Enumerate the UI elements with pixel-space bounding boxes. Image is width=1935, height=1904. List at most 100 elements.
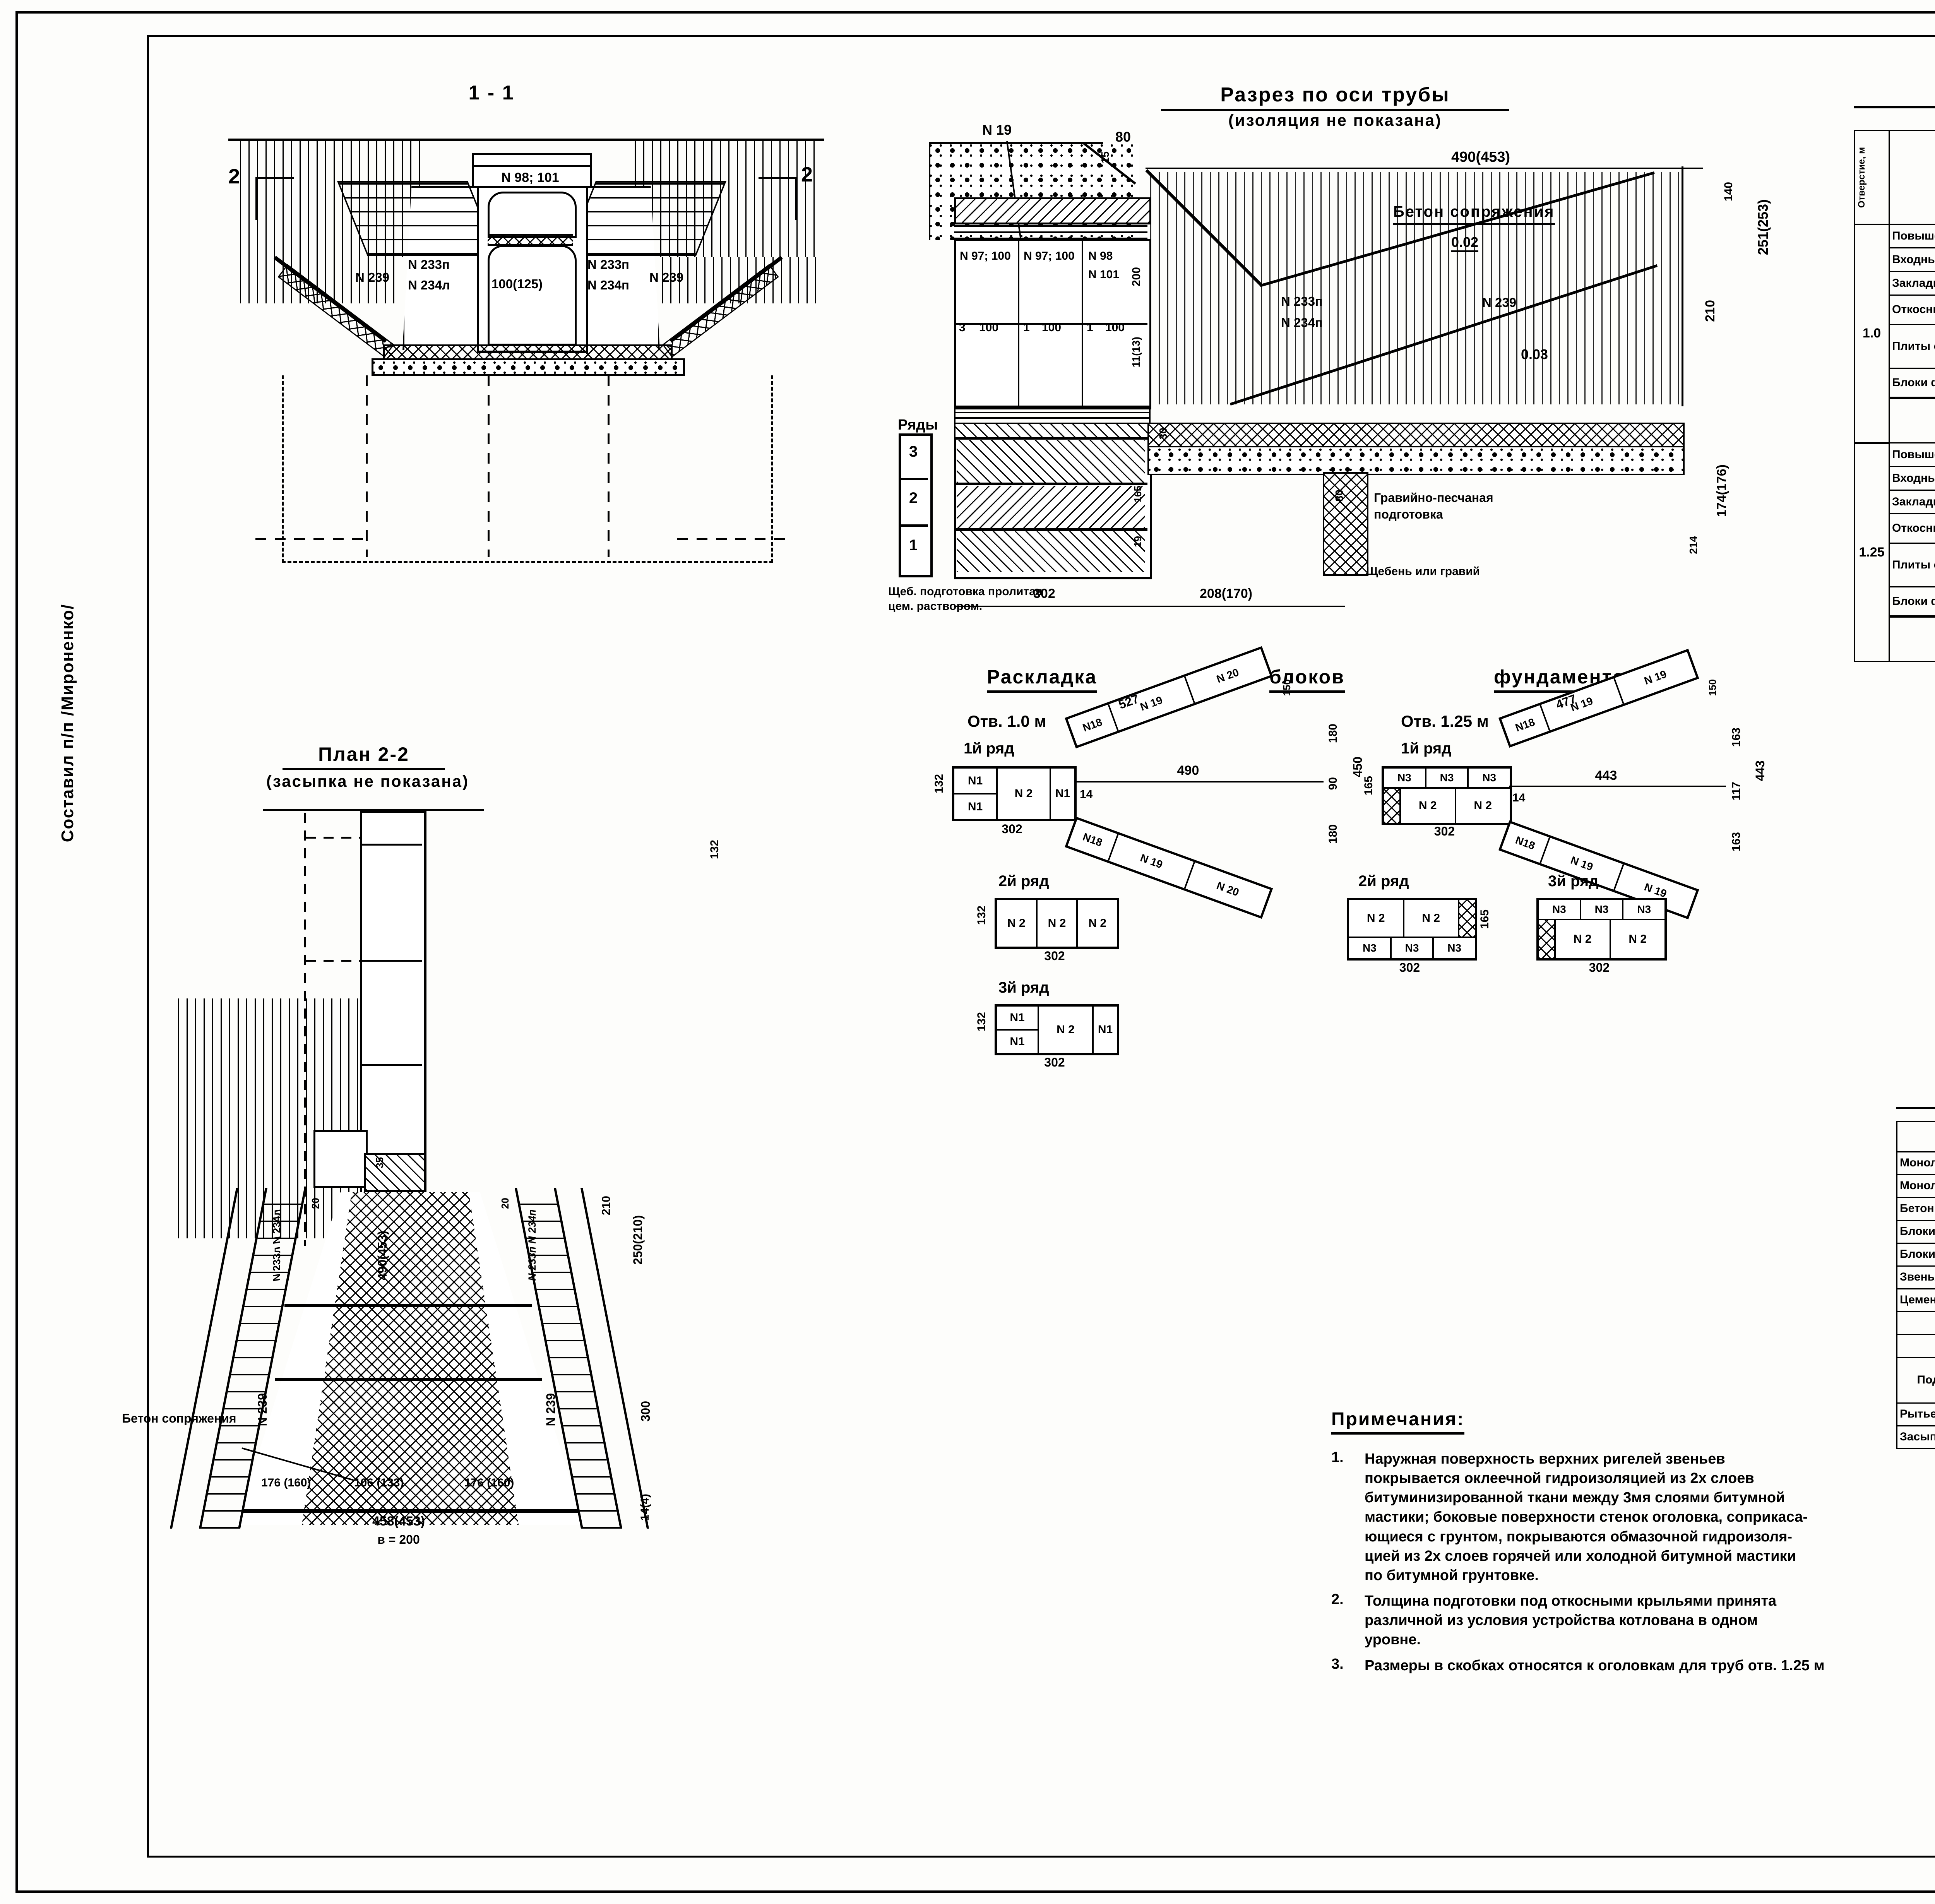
headwall-div3 <box>954 323 1147 325</box>
section-1-1-title: 1 - 1 <box>468 82 515 104</box>
spec-header-row: Отверстие, мНаименование блокаМатериалN … <box>1854 130 1935 225</box>
layout125-r2-n3-c: N3 <box>1434 938 1475 958</box>
spec-row: 1.0Повышенные звеньяЖелезо-бетон М-30097… <box>1854 224 1935 443</box>
layout125-row2-label: 2й ряд <box>1358 873 1409 890</box>
foundation-dashed-inner3 <box>608 375 610 557</box>
section-axis-subtitle: (изоляция не показана) <box>1228 111 1442 129</box>
layout125-r1-n2-b: N 2 <box>1456 789 1510 823</box>
layout10-row3-blocks: N1 N1 N 2 N1 <box>995 1004 1119 1055</box>
layout125-r1-n3-b: N3 <box>1426 769 1469 789</box>
masonry-row2 <box>957 486 1145 528</box>
label-slope-003: 0.03 <box>1521 346 1548 362</box>
layout10-row2-dim-w: 302 <box>1044 949 1065 963</box>
label-shcheb-prep: Щеб. подготовка пролитая цем. раствором. <box>888 584 1051 613</box>
plan-title: План 2-2 <box>283 743 445 770</box>
note-item: 1.Наружная поверхность верхних ригелей з… <box>1331 1449 1935 1585</box>
layout125-r2-dim-w: 302 <box>1399 961 1420 974</box>
pipe-inner-arch <box>488 192 577 238</box>
spec-totals-label: Итого <box>1888 396 1935 443</box>
transition-concrete-zone <box>1147 166 1683 406</box>
layout10-dim-90: 90 <box>1327 777 1339 790</box>
spec-header-opening: Отверстие, м <box>1854 130 1890 225</box>
rows-legend-3: 3 <box>909 443 918 460</box>
label-n97-100-b: N 97; 100 <box>1024 250 1075 262</box>
masonry-row1 <box>957 531 1145 572</box>
layout10-row3-n1-b: N1 <box>997 1031 1038 1053</box>
layout125-wing-top-n19-b: N 19 <box>1615 652 1696 704</box>
layout10-row3-n1-a: N1 <box>997 1007 1038 1031</box>
layout10-wing-bot-n20: N 20 <box>1185 862 1270 916</box>
layout10-row3-n1-c: N1 <box>1094 1007 1117 1053</box>
view-section-1-1: 1 - 1 2 2 N 98; 101 <box>217 81 844 608</box>
plan-wall-seg1 <box>360 844 422 846</box>
section-arrow-right-v <box>795 177 797 220</box>
section-arrow-left-h <box>255 177 294 179</box>
dim-214: 214 <box>1687 536 1699 554</box>
dim-100c: 100 <box>1105 321 1125 334</box>
vol-row-name: Монолитный бетон фундамента <box>1896 1151 1935 1175</box>
layout-title-2: блоков <box>1269 666 1345 693</box>
plan-wall-seg3 <box>360 1064 422 1066</box>
spec-totals-label: Итого <box>1888 615 1935 662</box>
layout125-row1-core: N3 N3 N3 N 2 N 2 <box>1382 766 1512 825</box>
vol-row: Монолитный бетон распорки— " —"3.13.1 <box>1896 1174 1935 1198</box>
layout10-row2-dim-h: 132 <box>975 906 988 925</box>
label-n19-top: N 19 <box>982 122 1012 138</box>
dim-302-bottom: 302 <box>1033 586 1055 601</box>
plan-dim-490: 490(453) <box>375 1231 389 1281</box>
spec-row-name: Повышенные звенья <box>1888 224 1935 248</box>
spec-table-block: Спецификация блоков на оголовок Отверсти… <box>1854 81 1935 662</box>
layout-caption-125: Отв. 1.25 м <box>1401 712 1489 730</box>
spec-table: Отверстие, мНаименование блокаМатериалN … <box>1854 130 1935 662</box>
prep-sand-band <box>1147 446 1685 475</box>
layout125-dim-117: 117 <box>1730 782 1743 801</box>
layout125-r3-n3-a: N3 <box>1539 900 1581 920</box>
prep-gravel-band <box>1147 423 1685 449</box>
vol-row: Итого кладка"27.529.4 <box>1896 1311 1935 1335</box>
spec-opening-value: 1.0 <box>1854 224 1890 443</box>
dim-165-mid: 165 <box>1132 486 1144 503</box>
spec-row-name: Плиты фундамента <box>1888 542 1935 588</box>
plan-dim-300: 300 <box>639 1401 652 1422</box>
layout125-r2-joint <box>1459 900 1475 938</box>
plan-dim-b200: в = 200 <box>377 1532 420 1546</box>
layout125-r3-n2-a: N 2 <box>1556 920 1611 958</box>
spec-row-name: Блоки фундамента <box>1888 368 1935 399</box>
vol-row-name: Цементный раствор <box>1896 1288 1935 1312</box>
layout10-row2-blocks: N 2 N 2 N 2 <box>995 898 1119 949</box>
layout10-wing-bot-n19: N 19 <box>1109 834 1195 889</box>
layout10-row3-dim-h: 132 <box>975 1012 988 1032</box>
vol-row: Монолитный бетон фундаментаБетон М-150м3… <box>1896 1151 1935 1175</box>
layout10-row1-dim-302: 302 <box>1002 822 1022 836</box>
spec-header-opening-label: Отверстие, м <box>1856 147 1867 208</box>
spec-row: Блоки фундаментаБетон М-15020.6563.90 <box>1855 586 1935 617</box>
note-line: покрывается оклеечной гидроизоляцией из … <box>1365 1470 1754 1487</box>
volumes-table-block: Объемы основных работ на оголовок Наимен… <box>1896 1084 1935 1449</box>
headwall-cap-steps <box>954 221 1147 241</box>
layout125-r1-n2-a: N 2 <box>1401 789 1456 823</box>
notes-list: 1.Наружная поверхность верхних ригелей з… <box>1331 1449 1935 1675</box>
layout125-r3-n3-c: N3 <box>1623 900 1665 920</box>
dim-100a: 100 <box>979 321 999 334</box>
spec-row-name: Откосные крылья <box>1888 513 1935 544</box>
dim-30: 30 <box>1157 428 1169 440</box>
layout125-r2-n3-b: N3 <box>1391 938 1434 958</box>
layout125-r3-joint <box>1539 920 1556 958</box>
dim-490-453: 490(453) <box>1451 149 1510 165</box>
label-n98-101: N 98; 101 <box>501 170 559 185</box>
plan-dim-35: 35 <box>374 1157 385 1168</box>
vol-header-name: Наименование <box>1896 1121 1935 1152</box>
plan-subtitle: (засыпка не показана) <box>266 772 469 790</box>
plan-label-n233-right: N 233п N 234п <box>526 1208 538 1282</box>
note-text: Размеры в скобках относятся к оголовкам … <box>1365 1656 1825 1675</box>
plan-dim-210: 210 <box>600 1196 613 1216</box>
dim-base-line <box>954 606 1345 607</box>
layout10-row3-n2: N 2 <box>1038 1007 1094 1053</box>
plan-wall-dashed2 <box>306 837 362 839</box>
note-line: мастики; боковые поверхности стенок огол… <box>1365 1509 1808 1526</box>
view-section-axis: Разрез по оси трубы (изоляция не показан… <box>888 83 1811 633</box>
view-plan-2-2: План 2-2 (засыпка не показана) 35 <box>122 735 909 1546</box>
plan-wall-dashed3 <box>306 960 362 962</box>
vol-row: Бетон лотка и сопряжений— " —"4.54.5 <box>1896 1197 1935 1221</box>
